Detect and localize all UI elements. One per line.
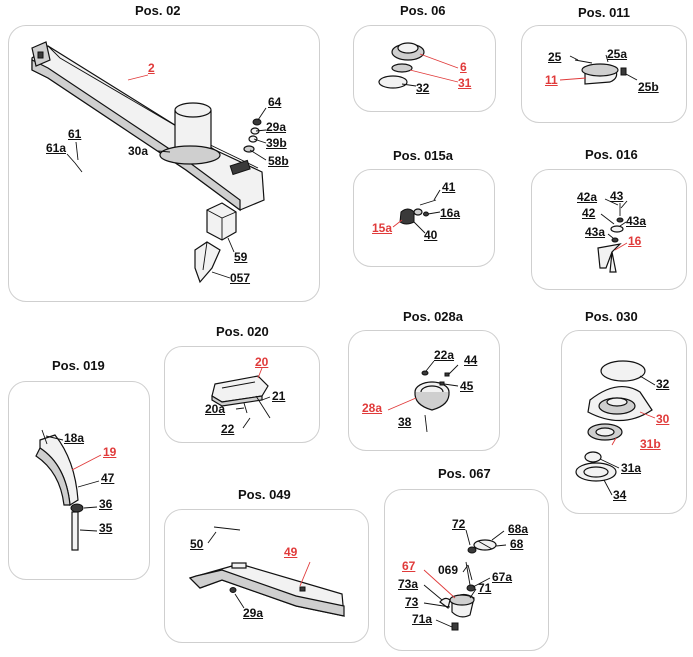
part-label-2: 2 (148, 61, 155, 75)
part-label-43a-top: 43a (626, 214, 647, 228)
ring-pos028a (387, 360, 459, 433)
panel-title-pos067: Pos. 067 (438, 466, 491, 481)
panel-title-pos06: Pos. 06 (400, 3, 446, 18)
part-label-21: 21 (272, 389, 286, 403)
part-label-44: 44 (464, 353, 478, 367)
part-label-32-pos030: 32 (656, 377, 670, 391)
part-label-6: 6 (460, 60, 467, 74)
panel-pos030 (561, 330, 687, 514)
part-label-43a-bottom: 43a (585, 225, 606, 239)
part-label-19: 19 (103, 445, 117, 459)
part-label-38: 38 (398, 415, 412, 429)
leaders-pos02 (66, 74, 267, 279)
nut-stack-64-29a-39b (243, 118, 262, 153)
arm-part-2 (31, 41, 265, 212)
knob-assembly-pos067 (423, 529, 507, 631)
part-label-67: 67 (402, 559, 416, 573)
part-label-41: 41 (442, 180, 456, 194)
part-label-28a: 28a (362, 401, 383, 415)
part-label-31: 31 (458, 76, 472, 90)
panel-title-pos02: Pos. 02 (135, 3, 181, 18)
part-label-25a: 25a (607, 47, 628, 61)
handle-pos020 (211, 367, 271, 429)
bracket-pos016 (597, 198, 628, 273)
part-label-069: 069 (438, 563, 459, 577)
part-label-16: 16 (628, 234, 642, 248)
panel-title-pos011: Pos. 011 (578, 5, 631, 20)
clamp-ring-pos011 (559, 54, 638, 85)
part-label-25b: 25b (638, 80, 659, 94)
part-label-73a: 73a (398, 577, 419, 591)
part-label-42a: 42a (577, 190, 598, 204)
part-label-36: 36 (99, 497, 113, 511)
panel-pos019 (8, 381, 150, 580)
part-label-30: 30 (656, 412, 670, 426)
part-label-40: 40 (424, 228, 438, 242)
part-label-29a-pos049: 29a (243, 606, 264, 620)
panel-title-pos030: Pos. 030 (585, 309, 638, 324)
tube-part-30a (159, 102, 221, 165)
part-label-42: 42 (582, 206, 596, 220)
panel-pos067 (384, 489, 549, 651)
panel-title-pos028a: Pos. 028a (403, 309, 463, 324)
part-label-32: 32 (416, 81, 430, 95)
part-label-057: 057 (230, 271, 251, 285)
part-label-22: 22 (221, 422, 235, 436)
part-label-20a: 20a (205, 402, 226, 416)
part-label-15a: 15a (372, 221, 393, 235)
part-label-68a: 68a (508, 522, 529, 536)
part-label-16a: 16a (440, 206, 461, 220)
part-label-11: 11 (545, 73, 558, 87)
part-label-50: 50 (190, 537, 204, 551)
block-59 (206, 202, 237, 241)
part-label-71: 71 (478, 581, 492, 595)
part-label-25: 25 (548, 50, 562, 64)
hub-pos030 (575, 360, 656, 496)
part-label-39b: 39b (266, 136, 287, 150)
part-label-58b: 58b (268, 154, 289, 168)
panel-pos06 (353, 25, 496, 112)
panel-title-pos015a: Pos. 015a (393, 148, 453, 163)
panel-title-pos049: Pos. 049 (238, 487, 291, 502)
part-label-49: 49 (284, 545, 298, 559)
lever-pos019 (35, 429, 102, 551)
panel-pos028a (348, 330, 500, 451)
part-label-68: 68 (510, 537, 524, 551)
part-label-73: 73 (405, 595, 419, 609)
panel-pos016 (531, 169, 687, 290)
part-label-47: 47 (101, 471, 115, 485)
part-label-22a: 22a (434, 348, 455, 362)
part-label-29a: 29a (266, 120, 287, 134)
part-label-20: 20 (255, 355, 269, 369)
part-label-71a: 71a (412, 612, 433, 626)
part-label-45: 45 (460, 379, 474, 393)
panel-title-pos019: Pos. 019 (52, 358, 105, 373)
panel-pos015a (353, 169, 495, 267)
frame-pos049 (188, 526, 345, 617)
panel-title-pos020: Pos. 020 (216, 324, 269, 339)
bearing-assembly-pos06 (378, 42, 459, 89)
pin-61 (74, 162, 83, 173)
part-label-72: 72 (452, 517, 466, 531)
part-label-30a: 30a (128, 144, 149, 158)
part-label-61a: 61a (46, 141, 67, 155)
part-label-59: 59 (234, 250, 248, 264)
part-label-67a: 67a (492, 570, 513, 584)
wedge-057 (194, 241, 221, 284)
part-label-31b: 31b (640, 437, 661, 451)
panel-title-pos016: Pos. 016 (585, 147, 638, 162)
part-label-43: 43 (610, 189, 624, 203)
part-label-18a: 18a (64, 431, 85, 445)
part-label-61: 61 (68, 127, 82, 141)
part-label-31a: 31a (621, 461, 642, 475)
part-label-64: 64 (268, 95, 282, 109)
hinge-pos015a (392, 189, 441, 234)
part-label-35: 35 (99, 521, 113, 535)
part-label-34: 34 (613, 488, 627, 502)
